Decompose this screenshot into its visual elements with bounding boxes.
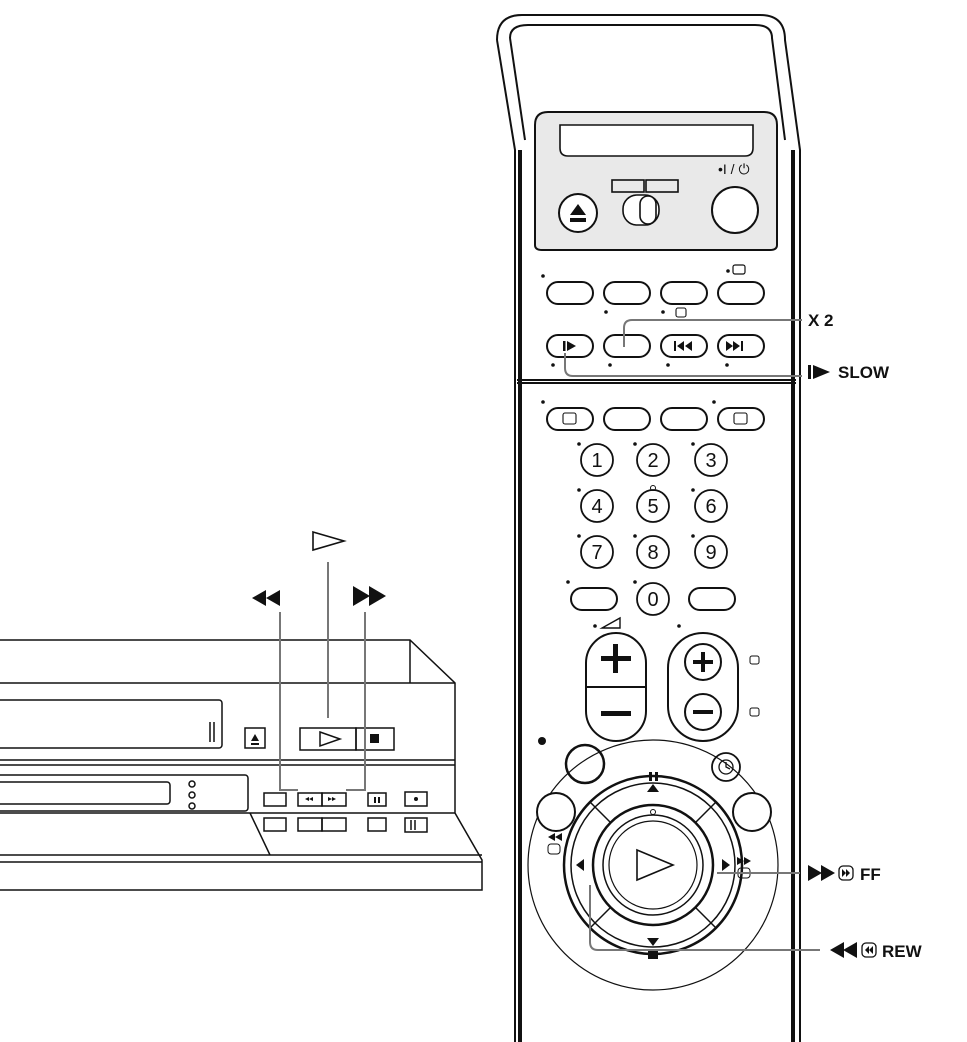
remote-digit-7[interactable]: 7 [580, 535, 614, 569]
vcr-leader-lines [279, 562, 366, 791]
remote-mode-switch[interactable] [611, 179, 679, 226]
ff-icon [808, 865, 854, 881]
label-rew: REW [882, 942, 923, 961]
remote-power-button[interactable] [711, 186, 759, 234]
digit-label: 6 [705, 496, 716, 518]
remote-row-3-marks [541, 400, 716, 404]
label-ff: FF [860, 865, 881, 884]
remote-indicator-dot [538, 737, 546, 745]
eject-icon [251, 734, 259, 745]
rew-icon [830, 942, 877, 958]
remote-digit-marks [566, 442, 695, 584]
remote-digit-9[interactable]: 9 [694, 535, 728, 569]
remote-lid-window [559, 124, 754, 157]
remote-center-play-button[interactable] [608, 809, 698, 910]
remote-button[interactable] [660, 281, 708, 305]
digit-label: 2 [647, 450, 658, 472]
remote-button-row-1 [546, 281, 765, 305]
vcr-deck [0, 639, 483, 891]
digit-label: 1 [591, 450, 602, 472]
input-select-icon [733, 412, 748, 425]
digit-label: 0 [647, 589, 658, 611]
play-icon [636, 848, 676, 882]
remote-digit-8[interactable]: 8 [636, 535, 670, 569]
vcr-small-button-glyphs [305, 797, 418, 803]
remote-digit-6[interactable]: 6 [694, 489, 728, 523]
digit-label: 9 [705, 542, 716, 564]
vcr-play-button[interactable] [299, 727, 357, 751]
remote-button[interactable] [546, 281, 594, 305]
remote-digit-3[interactable]: 3 [694, 443, 728, 477]
remote-digit-1[interactable]: 1 [580, 443, 614, 477]
play-icon [319, 730, 343, 748]
remote-digit-0[interactable]: 0 [636, 582, 670, 616]
eject-icon [570, 204, 586, 222]
remote-button[interactable] [660, 407, 708, 431]
outline-right-triangle-icon [312, 530, 347, 552]
remote-digit-5[interactable]: 5 [636, 489, 670, 523]
vcr-rec-button[interactable] [404, 791, 428, 807]
remote-button[interactable] [717, 281, 765, 305]
remote-info-button[interactable] [546, 407, 594, 431]
vcr-stop-button[interactable] [355, 727, 395, 751]
teletext-icon [675, 307, 687, 318]
remote-row-1-marks [541, 269, 730, 314]
double-left-triangle-icon [252, 590, 280, 606]
remote-leader-lines [564, 319, 820, 951]
digit-label: 5 [647, 496, 658, 518]
bar-triangle-icon [808, 365, 830, 379]
digit-label: 8 [647, 542, 658, 564]
remote-side-button-left[interactable] [536, 792, 576, 832]
vcr-pause-button[interactable] [367, 792, 387, 807]
vcr-front-buttons [263, 791, 428, 833]
double-right-triangle-icon [353, 586, 386, 606]
info-icon [562, 412, 577, 425]
remote-program-glyphs [677, 624, 760, 717]
remote-button[interactable] [603, 407, 651, 431]
label-x2: X 2 [808, 311, 834, 330]
remote-row-2-glyphs [551, 341, 743, 367]
vcr-eject-button[interactable] [244, 727, 266, 749]
remote-button[interactable] [564, 743, 606, 785]
remote-button[interactable] [570, 587, 618, 611]
digit-label: 3 [705, 450, 716, 472]
remote-volume-glyphs [593, 616, 631, 716]
remote-digit-4[interactable]: 4 [580, 489, 614, 523]
power-icon: •I / ⏻ [718, 161, 750, 177]
digit-label: 7 [591, 542, 602, 564]
remote-button[interactable] [603, 281, 651, 305]
remote-button-row-3 [546, 407, 765, 431]
remote-digit-2[interactable]: 2 [636, 443, 670, 477]
remote-x2-button[interactable] [603, 334, 651, 358]
remote-side-button-right[interactable] [732, 792, 772, 832]
remote-ring-glyphs [547, 772, 751, 959]
remote-body [496, 14, 801, 1042]
stop-icon [370, 734, 379, 743]
vcr-ff-button[interactable] [321, 792, 347, 807]
remote-input-button[interactable] [717, 407, 765, 431]
tv-screen-icon [732, 264, 746, 275]
remote-program-rocker[interactable] [667, 632, 739, 742]
remote-number-pad: 1 2 3 4 5 6 7 8 9 0 [570, 443, 736, 616]
label-slow: SLOW [838, 363, 890, 382]
remote-button[interactable] [688, 587, 736, 611]
digit-label: 4 [591, 496, 602, 518]
